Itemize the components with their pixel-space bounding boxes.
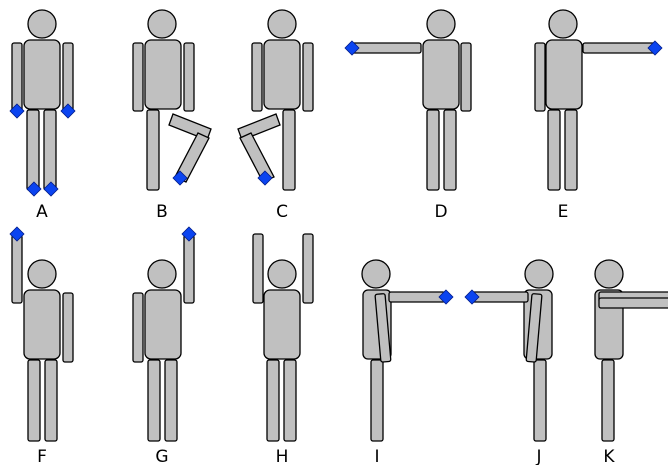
figure-a-left-leg <box>26 109 40 191</box>
figure-h-torso <box>263 289 301 360</box>
figure-i-leg <box>370 359 384 442</box>
figure-g-label: G <box>155 447 168 465</box>
figure-f: F <box>9 226 74 465</box>
figure-f-raised-arm <box>11 234 23 304</box>
figure-e-right-leg <box>564 109 578 191</box>
figure-a-head <box>27 9 57 39</box>
figure-d-right-arm <box>460 42 472 112</box>
figure-e: E <box>534 9 663 222</box>
figure-e-label: E <box>558 202 569 222</box>
figure-g-left-arm <box>132 292 144 363</box>
figure-j: J <box>464 259 554 465</box>
figure-a-label: A <box>36 202 48 222</box>
figure-e-left-leg <box>547 109 561 191</box>
figure-b-head <box>147 9 177 39</box>
figure-j-label: J <box>535 447 541 465</box>
figure-c-standing-leg <box>282 109 296 191</box>
figure-d-torso <box>422 39 460 110</box>
figure-k-forward-arms <box>598 291 668 309</box>
figure-b-left-arm <box>132 42 144 112</box>
figure-h-label: H <box>276 447 289 465</box>
figure-a-torso <box>23 39 61 110</box>
figure-i-head <box>361 259 391 289</box>
figure-e-torso <box>545 39 583 110</box>
figure-j-head <box>524 259 554 289</box>
figure-a-left-arm <box>11 42 23 112</box>
figure-a: A <box>9 9 76 222</box>
figure-j-hanging-arm <box>525 293 543 363</box>
figure-f-right-arm <box>62 292 74 363</box>
figure-f-left-leg <box>27 359 41 442</box>
figure-a-right-arm <box>62 42 74 112</box>
figure-i: I <box>361 259 454 465</box>
figure-g-raised-arm <box>183 234 195 304</box>
figure-f-torso <box>23 289 61 360</box>
figure-c: C <box>237 9 314 222</box>
figure-h-left-leg <box>266 359 280 442</box>
figure-g-head <box>147 259 177 289</box>
figure-k-leg <box>601 359 615 442</box>
figure-b-torso <box>144 39 182 110</box>
figure-e-raised-arm <box>582 42 657 54</box>
figure-c-label: C <box>276 202 288 222</box>
figure-d-left-leg <box>426 109 440 191</box>
figure-b-standing-leg <box>146 109 160 191</box>
figure-c-left-arm <box>251 42 263 112</box>
figure-h: H <box>252 233 314 465</box>
figure-d-raised-arm <box>351 42 422 54</box>
figure-e-left-arm <box>534 42 546 112</box>
figure-d: D <box>344 9 472 222</box>
figure-d-head <box>426 9 456 39</box>
figure-i-hanging-arm <box>374 293 392 363</box>
figure-h-right-leg <box>283 359 297 442</box>
figure-b-label: B <box>156 202 168 222</box>
figure-c-head <box>267 9 297 39</box>
figure-e-head <box>548 9 578 39</box>
figure-c-torso <box>263 39 301 110</box>
figure-k-head <box>594 259 624 289</box>
figure-b-raised-leg <box>168 113 212 183</box>
figure-f-head <box>27 259 57 289</box>
figure-b-right-arm <box>183 42 195 112</box>
figure-c-raised-leg <box>237 113 281 183</box>
figure-d-label: D <box>434 202 447 222</box>
figure-h-raised-right-arm <box>302 233 314 304</box>
figure-g-right-leg <box>164 359 178 442</box>
figure-d-right-leg <box>443 109 457 191</box>
figure-f-right-leg <box>44 359 58 442</box>
figure-a-right-leg <box>43 109 57 191</box>
figure-c-right-arm <box>302 42 314 112</box>
figure-h-raised-left-arm <box>252 233 264 304</box>
figure-j-forward-arm <box>471 291 529 303</box>
figure-f-label: F <box>37 447 47 465</box>
figure-i-forward-arm <box>388 291 446 303</box>
figure-g-torso <box>144 289 182 360</box>
figure-i-label: I <box>374 447 379 465</box>
figure-k-label: K <box>603 447 615 465</box>
figure-b: B <box>132 9 212 222</box>
figure-g-left-leg <box>147 359 161 442</box>
figure-g: G <box>132 226 197 465</box>
figure-j-leg <box>533 359 547 442</box>
figure-h-head <box>267 259 297 289</box>
figure-k: K <box>594 259 668 465</box>
